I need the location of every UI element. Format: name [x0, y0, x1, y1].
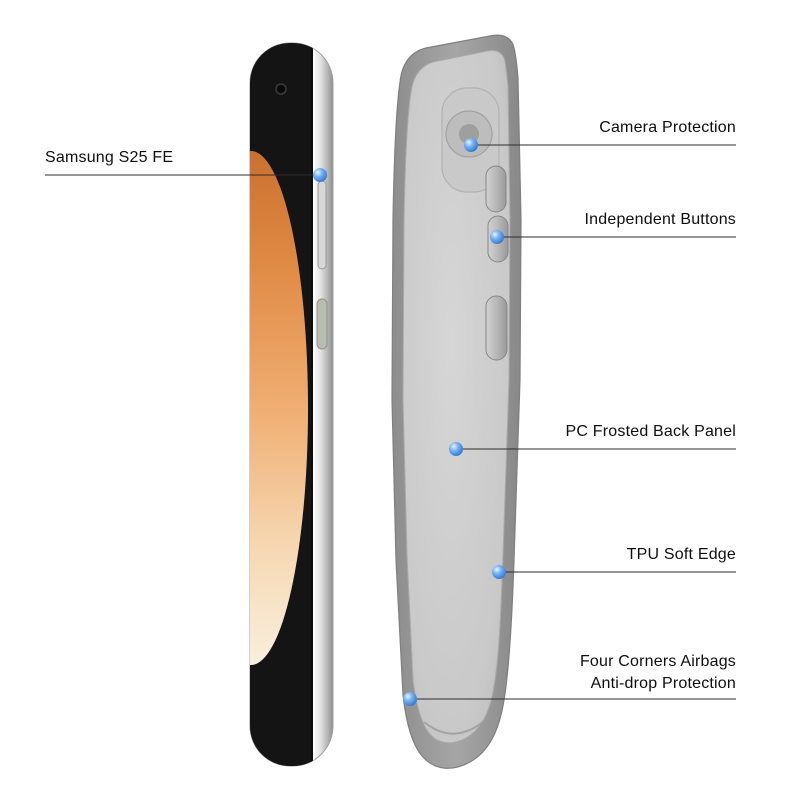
callout-label-phone-model: Samsung S25 FE [45, 149, 174, 166]
phone-wallpaper-circle [250, 151, 308, 665]
callout-dot-independent-buttons [490, 230, 504, 244]
phone-bezel-edge [311, 43, 313, 766]
phone-glass-highlight [313, 43, 315, 766]
phone-illustration [249, 42, 334, 767]
callout-dot-tpu-soft-edge [492, 565, 506, 579]
callout-label-four-corners-airbags: Four Corners Airbags Anti-drop Protectio… [580, 651, 736, 695]
callout-dot-four-corners-airbags [403, 692, 417, 706]
case-illustration [391, 34, 522, 769]
callout-label-camera-protection: Camera Protection [599, 119, 736, 136]
callout-label-pc-frosted-back-panel: PC Frosted Back Panel [565, 423, 736, 440]
callout-label-four-corners-line1: Four Corners Airbags [579, 653, 736, 670]
callout-dot-phone-model [313, 168, 327, 182]
phone-front-camera-hole [275, 83, 287, 95]
callout-markers [313, 138, 506, 706]
callout-label-independent-buttons: Independent Buttons [584, 211, 736, 228]
case-bottom-lip [423, 715, 491, 735]
callout-dot-camera-protection [464, 138, 478, 152]
case-volume-up-button [485, 165, 507, 213]
case-power-button [485, 295, 508, 361]
phone-power-button [316, 298, 328, 350]
callout-dot-pc-frosted-back-panel [449, 442, 463, 456]
callout-label-four-corners-line2: Anti-drop Protection [590, 675, 736, 692]
phone-volume-button [317, 180, 327, 270]
case-frosted-back-panel [402, 50, 511, 744]
callout-lines [45, 144, 736, 700]
callout-label-tpu-soft-edge: TPU Soft Edge [626, 546, 736, 563]
